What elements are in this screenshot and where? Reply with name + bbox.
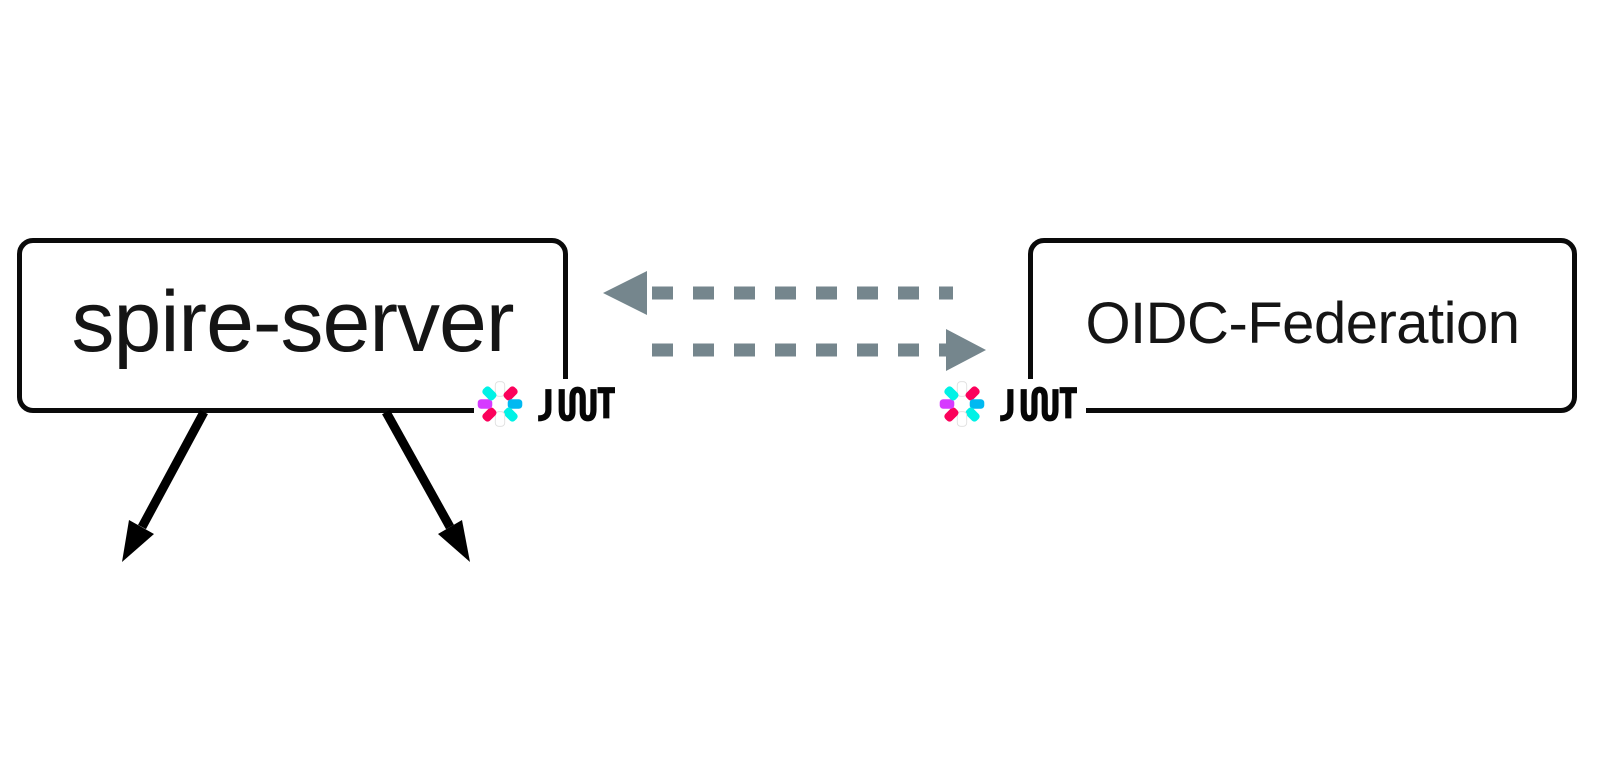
node-spire-server: spire-server <box>17 238 568 413</box>
jwt-wordmark-icon <box>537 386 615 422</box>
node-oidc-federation-label: OIDC-Federation <box>1085 291 1520 356</box>
dashed-arrow-to-right <box>652 329 986 371</box>
jwt-wordmark-icon <box>999 386 1077 422</box>
jwt-logo: JWT <box>474 379 624 429</box>
jwt-logo-label: JWT <box>474 404 475 405</box>
dashed-arrow-to-left <box>603 271 953 315</box>
solid-arrow-down-right <box>382 409 470 562</box>
jwt-logo-label: JWT <box>936 404 937 405</box>
jwt-asterisk-icon <box>477 381 523 427</box>
node-spire-server-label: spire-server <box>71 274 515 370</box>
node-oidc-federation: OIDC-Federation <box>1028 238 1577 413</box>
jwt-logo: JWT <box>936 379 1086 429</box>
jwt-asterisk-icon <box>939 381 985 427</box>
solid-arrow-down-left <box>122 409 208 562</box>
